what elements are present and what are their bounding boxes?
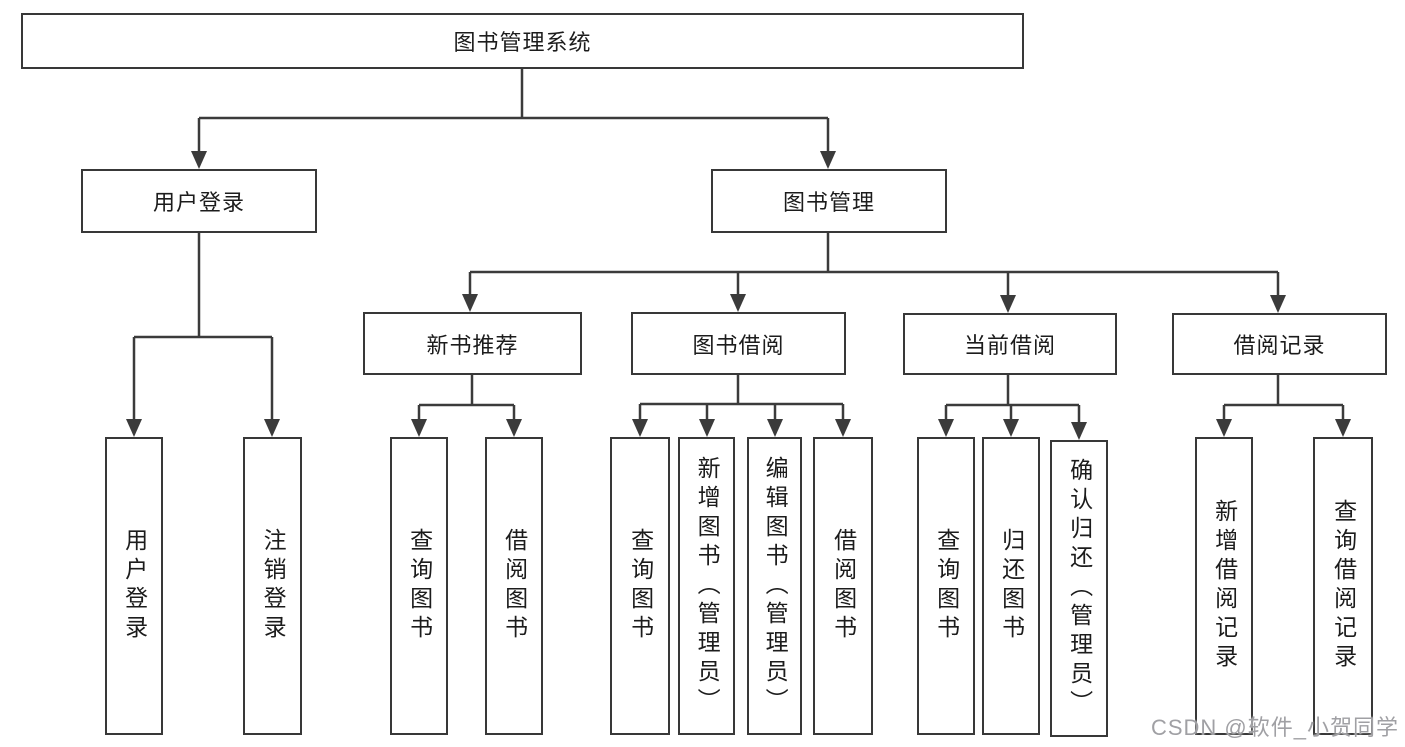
leaf-nbr-borrow-book: 借阅图书 [485,437,543,735]
csdn-watermark: CSDN @软件_小贺同学 [1150,715,1399,740]
leaf-cb-confirm-return-admin: 确认归还（管理员） [1050,440,1108,737]
node-borrow-records: 借阅记录 [1172,313,1387,375]
leaf-logout: 注销登录 [243,437,302,735]
leaf-cb-return-book-label: 归还图书 [998,528,1025,644]
node-user-login: 用户登录 [81,169,317,233]
leaf-br-add-record: 新增借阅记录 [1195,437,1253,735]
leaf-bb-borrow-book: 借阅图书 [813,437,873,735]
leaf-nbr-query-book: 查询图书 [390,437,448,735]
node-current-borrow: 当前借阅 [903,313,1117,375]
node-book-borrow: 图书借阅 [631,312,846,375]
leaf-br-add-record-label: 新增借阅记录 [1211,499,1238,673]
node-new-book-recommend: 新书推荐 [363,312,582,375]
leaf-br-query-record-label: 查询借阅记录 [1330,499,1357,673]
node-book-management: 图书管理 [711,169,947,233]
leaf-cb-return-book: 归还图书 [982,437,1040,735]
leaf-cb-confirm-return-label: 确认归还（管理员） [1066,458,1093,719]
node-root: 图书管理系统 [21,13,1024,69]
leaf-bb-query-book-label: 查询图书 [627,528,654,644]
leaf-bb-edit-book-label: 编辑图书（管理员） [762,455,789,717]
leaf-br-query-record: 查询借阅记录 [1313,437,1373,735]
leaf-cb-query-book: 查询图书 [917,437,975,735]
leaf-nbr-borrow-book-label: 借阅图书 [501,528,528,644]
leaf-bb-borrow-book-label: 借阅图书 [830,528,857,644]
leaf-bb-query-book: 查询图书 [610,437,670,735]
leaf-bb-edit-book-admin: 编辑图书（管理员） [747,437,802,735]
leaf-nbr-query-book-label: 查询图书 [406,528,433,644]
leaf-cb-query-book-label: 查询图书 [933,528,960,644]
leaf-user-login-label: 用户登录 [121,528,148,644]
leaf-user-login: 用户登录 [105,437,163,735]
leaf-logout-label: 注销登录 [260,528,287,644]
leaf-bb-add-book-admin: 新增图书（管理员） [678,437,735,735]
leaf-bb-add-book-label: 新增图书（管理员） [694,455,721,717]
